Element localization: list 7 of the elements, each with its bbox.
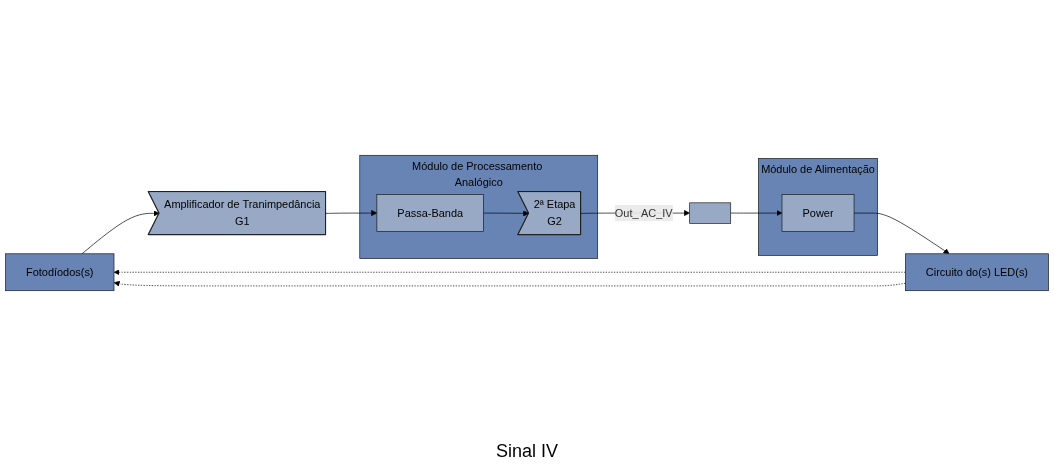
node-box: Passa-Banda: [376, 194, 484, 232]
node-box: [689, 202, 732, 224]
edge-label: Out_ AC_IV: [614, 206, 673, 219]
node-box: Fotodíodos(s): [5, 253, 115, 292]
node-box: Power: [781, 194, 855, 232]
node-box: Circuito do(s) LED(s): [905, 253, 1049, 292]
note-text: Sinal IV: [495, 441, 558, 461]
